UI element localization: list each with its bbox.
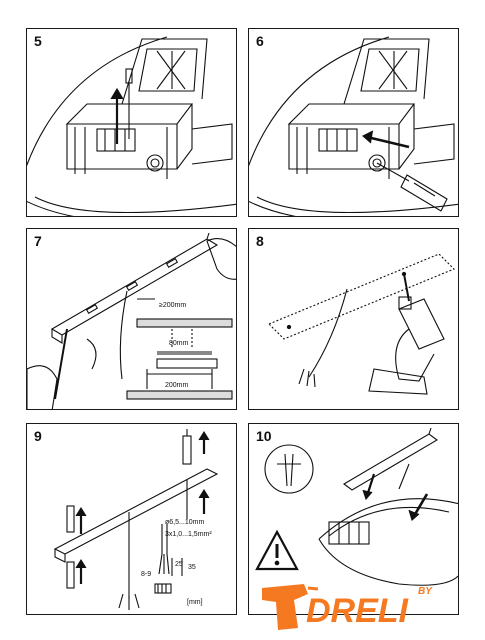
step-6-illustration [249, 36, 458, 216]
step-5-panel: 5 [26, 28, 237, 217]
step-8-panel: 8 [248, 228, 459, 410]
length-b-label: 35 [188, 564, 196, 571]
step-9-illustration: ø6,5...10mm 3x1,0...1,5mm² 25 35 8-9 [mm… [53, 429, 219, 610]
step-number: 5 [34, 33, 42, 49]
logo-by-label: BY [418, 586, 433, 597]
step-number: 6 [256, 33, 264, 49]
step-number: 8 [256, 233, 264, 249]
wire-size-label: 3x1,0...1,5mm² [165, 531, 212, 538]
step-10-illustration [255, 427, 458, 586]
clearance-label: ≥200mm [159, 302, 186, 309]
hole-diameter-label: ø6,5...10mm [165, 519, 204, 526]
step-7-panel: 7 [26, 228, 237, 410]
step-9-panel: 9 [26, 423, 237, 615]
step-number: 9 [34, 428, 42, 444]
step-number: 10 [256, 428, 272, 444]
step-number: 7 [34, 233, 42, 249]
length-a-label: 25 [175, 561, 183, 568]
step-6-panel: 6 [248, 28, 459, 217]
spacing-small-label: 80mm [169, 340, 189, 347]
spacing-large-label: 200mm [165, 382, 189, 389]
unit-label: [mm] [187, 599, 203, 606]
dreli-logo: DRELI BY [258, 578, 458, 634]
step-8-illustration [268, 253, 455, 395]
length-c-label: 8-9 [141, 571, 151, 578]
step-10-panel: 10 [248, 423, 459, 615]
logo-wordmark: DRELI [306, 592, 410, 630]
step-5-illustration [27, 36, 236, 216]
step-7-illustration: ≥200mm 80mm 200mm [27, 232, 236, 409]
